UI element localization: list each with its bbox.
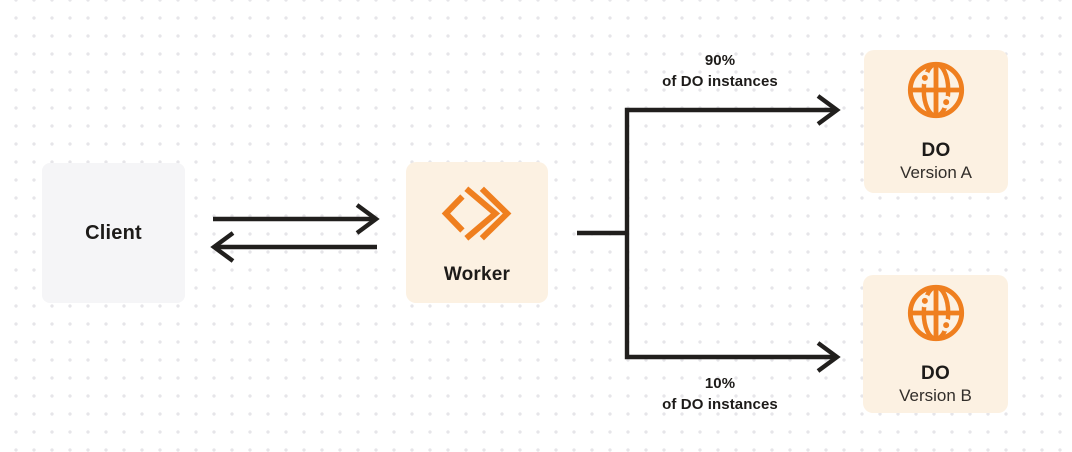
traffic-split-label-90: 90% of DO instances xyxy=(620,50,820,92)
traffic-split-10-caption: of DO instances xyxy=(662,396,778,413)
branch-trunk xyxy=(624,107,835,360)
traffic-split-label-10: 10% of DO instances xyxy=(620,373,820,415)
client-to-worker-arrow xyxy=(213,203,380,235)
do-b-subtitle: Version B xyxy=(899,385,972,405)
durable-object-globe-icon xyxy=(905,282,967,349)
arrowhead-to-do-a xyxy=(816,94,841,126)
do-version-b-node: DO Version B xyxy=(863,275,1008,413)
worker-to-client-arrow xyxy=(210,231,377,263)
traffic-split-10-percent: 10% xyxy=(704,375,736,392)
do-a-subtitle: Version A xyxy=(900,163,972,182)
client-label: Client xyxy=(85,221,142,244)
traffic-split-90-caption: of DO instances xyxy=(662,73,778,90)
worker-label: Worker xyxy=(443,263,511,285)
arrowhead-to-do-b xyxy=(816,341,841,373)
worker-node: Worker xyxy=(406,162,548,303)
do-version-a-node: DO Version A xyxy=(864,50,1008,193)
client-node: Client xyxy=(42,163,185,303)
do-b-title: DO xyxy=(921,362,950,384)
do-a-title: DO xyxy=(921,140,951,161)
workers-chevrons-icon xyxy=(441,185,512,247)
traffic-split-90-percent: 90% xyxy=(704,52,736,69)
durable-object-globe-icon xyxy=(905,59,967,126)
